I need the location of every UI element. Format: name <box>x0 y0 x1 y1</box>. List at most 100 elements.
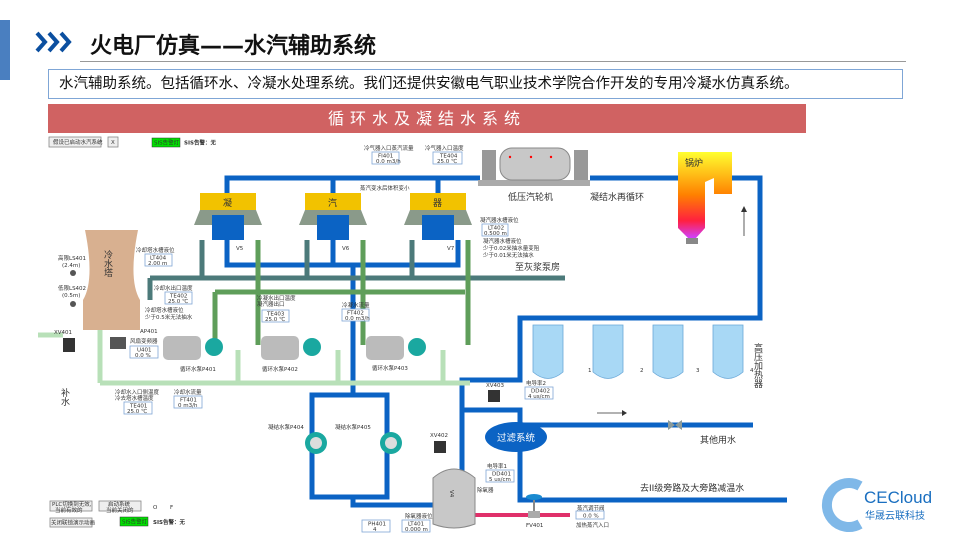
diagram-shape <box>212 215 244 240</box>
diagram-label: XV401 <box>54 330 72 336</box>
cooling-outlet-pipe <box>212 240 471 345</box>
diagram-label: 高限LS401 <box>58 254 86 262</box>
diagram-label: U401 <box>137 348 152 354</box>
diagram-label: DD401 <box>492 472 511 478</box>
filter-system[interactable] <box>485 422 547 452</box>
diagram-label: 少于0.5米无法抽水 <box>145 313 193 321</box>
diagram-label: 当前有效的 <box>55 506 83 514</box>
diagram-label: 低压汽轮机 <box>508 191 553 203</box>
diagram-label: 1 <box>588 368 592 374</box>
section-banner: 循环水及凝结水系统 <box>48 104 806 133</box>
xv402-valve[interactable] <box>434 441 446 453</box>
sis-alarm-light <box>151 137 181 148</box>
diagram-label: 风扇变频器 <box>130 337 158 345</box>
diagram-shape <box>163 336 201 360</box>
diagram-shape <box>303 338 321 356</box>
diagram-label: 去II级旁路及大旁路减温水 <box>640 482 744 494</box>
diagram-label: 2 <box>640 368 644 374</box>
title-divider <box>80 61 906 62</box>
diagram-label: 蒸汽变水后体积变小 <box>360 184 410 192</box>
start-water-steam-button[interactable] <box>48 136 102 148</box>
diagram-label: 启动系统 <box>108 500 131 508</box>
pump-p403[interactable] <box>366 336 426 360</box>
pump-p404[interactable] <box>305 432 327 454</box>
diagram-label: 电导率2 <box>526 379 546 387</box>
diagram-label: TE403 <box>266 312 285 318</box>
diagram-label: V5 <box>236 246 244 252</box>
fv401-control-valve[interactable] <box>526 494 542 518</box>
diagram-label: 循环水泵P402 <box>262 365 298 373</box>
diagram-label: TE402 <box>169 294 187 300</box>
plc-switch-button[interactable] <box>49 500 93 512</box>
diagram-label: 蒸汽调节阀 <box>577 504 605 512</box>
lt404-readout <box>144 253 173 267</box>
diagram-label: 冷凝水流量 <box>342 301 370 309</box>
steam-valve-readout <box>575 510 605 520</box>
diagram-label: FV401 <box>526 523 543 529</box>
diagram-label: FI401 <box>378 154 393 160</box>
te403-readout <box>261 309 290 323</box>
diagram-label: 凝结水泵P405 <box>335 423 371 431</box>
diagram-shape <box>310 437 322 449</box>
diagram-label: 0.0 % <box>583 514 599 520</box>
diagram-shape <box>529 155 533 159</box>
diagram-label: 0.500 m <box>484 231 507 237</box>
condenser-3 <box>404 193 472 240</box>
xv403-valve[interactable] <box>488 390 500 402</box>
te402-readout <box>164 291 193 305</box>
diagram-label: X <box>111 140 115 146</box>
diagram-shape <box>686 238 698 244</box>
cooling-tower <box>83 230 140 330</box>
description-box: 水汽辅助系统。包括循环水、冷凝水处理系统。我们还提供安徽电气职业技术学院合作开发… <box>48 69 903 99</box>
diagram-label: V7 <box>447 246 455 252</box>
diagram-label: AP401 <box>140 329 158 335</box>
pump-p401[interactable] <box>163 336 223 360</box>
diagram-label: TE401 <box>129 404 147 410</box>
diagram-label: 关闭联锁演示动画 <box>51 519 95 527</box>
flow-arrow-icon <box>622 410 627 416</box>
interlock-demo-button[interactable] <box>49 517 93 528</box>
diagram-label: V4 <box>448 490 454 498</box>
diagram-label: SIS告警灯 <box>122 518 148 526</box>
diagram-label: 0 m3/h <box>178 403 198 409</box>
diagram-label: 假设已启动水汽系统 <box>53 138 103 146</box>
diagram-label: 凝结水泵P404 <box>268 423 304 431</box>
diagram-label: XV402 <box>430 433 448 439</box>
diagram-shape <box>385 437 397 449</box>
diagram-shape <box>35 31 48 53</box>
diagram-label: FT402 <box>347 311 364 317</box>
diagram-label: 当前关闭的 <box>106 506 134 514</box>
close-button[interactable] <box>107 136 119 148</box>
diagram-label: 25.0 ℃ <box>437 158 457 165</box>
diagram-label: 其他用水 <box>700 434 736 446</box>
diagram-label: 冷却塔水槽液位 <box>136 246 175 254</box>
xv401-valve[interactable] <box>63 338 75 352</box>
sis-alarm-light-2 <box>119 516 149 527</box>
diagram-label: 冷却水流量 <box>174 388 202 396</box>
diagram-label: 加热蒸汽入口 <box>576 521 609 529</box>
cecloud-logo: CECloud 华晟云联科技 <box>821 478 932 532</box>
diagram-label: 循环水泵P401 <box>180 365 216 373</box>
diagram-label: 华晟云联科技 <box>865 509 925 522</box>
diagram-label: 凝汽器水槽液位 <box>480 216 519 224</box>
diagram-shape <box>200 193 256 210</box>
diagram-shape <box>410 193 466 210</box>
diagram-label: 凝汽器出口 <box>257 300 285 308</box>
diagram-shape <box>652 324 684 379</box>
diagram-label: PH401 <box>368 522 386 528</box>
ft401-readout <box>173 395 203 409</box>
diagram-label: 冷气器入口温度 <box>425 144 464 152</box>
boiler <box>678 152 732 238</box>
diagram-label: 凝汽器水槽液位 <box>483 237 522 245</box>
pump-p402[interactable] <box>261 336 321 360</box>
diagram-label: O <box>153 505 158 511</box>
diagram-shape <box>305 193 361 210</box>
cooling-return-pipe <box>147 240 565 300</box>
pump-p405[interactable] <box>380 432 402 454</box>
other-water-valve[interactable] <box>668 420 682 430</box>
diagram-label: 25.0 ℃ <box>265 316 285 323</box>
start-system-button[interactable] <box>98 500 142 512</box>
condensate-pipe <box>224 240 787 508</box>
diagram-label: (2.4m) <box>62 263 80 269</box>
